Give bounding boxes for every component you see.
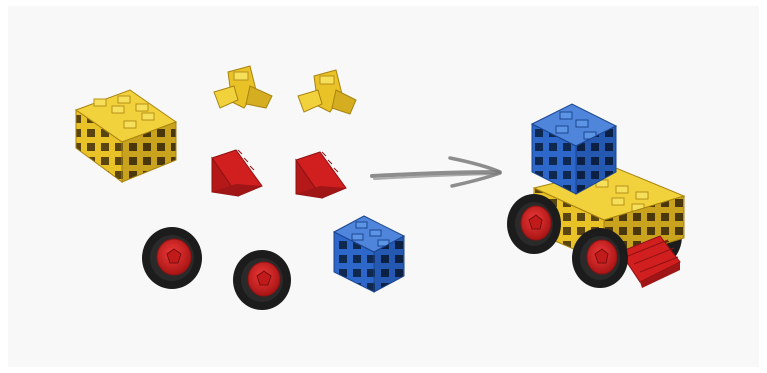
yellow-clip-connector (297, 69, 357, 115)
tractor-front-scoop (619, 235, 681, 288)
red-wedge-ramp (211, 149, 263, 197)
blue-lattice-cube (332, 215, 406, 293)
assembled-tractor (507, 103, 686, 288)
tractor-cab (530, 103, 618, 195)
arrow-icon (370, 156, 502, 188)
yellow-lattice-block (74, 89, 178, 183)
red-wedge-ramp (295, 151, 347, 199)
tractor-left-wheel (507, 194, 561, 254)
yellow-clip-connector (213, 65, 273, 109)
tractor-right-wheel (572, 228, 628, 288)
red-wheel (142, 227, 202, 289)
red-wheel (233, 250, 291, 310)
